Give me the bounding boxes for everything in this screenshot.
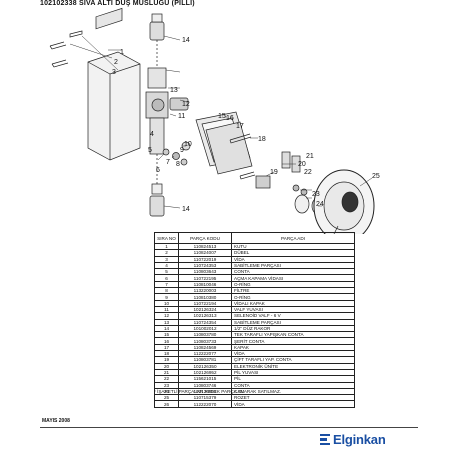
part-label: 14 xyxy=(182,206,190,213)
part-label: 17 xyxy=(236,123,244,130)
part-label: 11 xyxy=(178,113,185,120)
screw-part xyxy=(49,41,67,50)
part-label: 1 xyxy=(120,49,124,56)
cell-name: ELEKTRONİK ÜNİTE xyxy=(231,362,355,370)
table-header-row: SIRA NO PARÇA KODU PARÇA ADI xyxy=(154,232,355,244)
part-label: 14 xyxy=(182,37,190,44)
part-label: 13 xyxy=(170,87,178,94)
page-title: 102102338 SIVA ALTI DUŞ MUSLUĞU (PİLLİ) xyxy=(40,0,195,7)
part-label: 3 xyxy=(112,69,116,76)
cell-name: ÇİFT TARAFLI YAP. CONTA xyxy=(231,356,355,364)
cell-name: VALF YUVASI xyxy=(231,305,355,314)
part-label: 21 xyxy=(306,153,314,160)
footnote: * İŞARETLİ PARÇALAR YEDEK PARÇA OLARAK S… xyxy=(154,389,282,394)
electronic-unit-part xyxy=(255,175,271,189)
part-label: 4 xyxy=(150,131,154,138)
part-label: 2 xyxy=(114,59,118,66)
cell-name: FİLTRE xyxy=(231,287,355,295)
screw-part xyxy=(51,59,69,68)
header-no: SIRA NO xyxy=(154,232,179,244)
cell-name: SELENOİD VALF - 6 V xyxy=(231,312,355,320)
brand-name: Elginkan xyxy=(333,432,386,447)
part-label: 7 xyxy=(166,159,170,166)
cell-name: ŞERİT CONTA xyxy=(231,337,355,345)
part-label: 25 xyxy=(372,173,380,180)
cell-name: VİDA xyxy=(231,255,355,263)
fitting-part xyxy=(149,21,165,41)
cell-name: SABİTLEME PARÇASI xyxy=(231,318,355,326)
cell-name: CAM xyxy=(231,387,355,396)
part-label: 12 xyxy=(182,101,190,108)
box-part xyxy=(87,51,141,161)
cell-name: KAPAK xyxy=(231,343,355,352)
cell-code: 112222070 xyxy=(178,400,232,408)
part-label: 19 xyxy=(270,169,278,176)
header-name: PARÇA ADI xyxy=(231,232,355,244)
cell-name: VİDALI KAPAK xyxy=(231,299,355,307)
cell-name: PİL YUVASI xyxy=(231,368,355,377)
cell-no: 26 xyxy=(154,400,179,408)
part-label: 23 xyxy=(312,191,320,198)
oring-part xyxy=(162,148,170,156)
fitting-part-bottom xyxy=(149,195,165,217)
part-label: 9 xyxy=(180,147,184,154)
part-label: 24 xyxy=(316,201,324,208)
part-label: 6 xyxy=(156,167,160,174)
brand-logo: Elginkan xyxy=(320,432,386,447)
cell-name: ROZET xyxy=(231,394,355,402)
part-label: 22 xyxy=(304,169,312,176)
cell-name: PİL xyxy=(231,375,355,383)
cell-name: TEK TARAFLI YAPIŞKAN CONTA xyxy=(231,331,355,339)
cover-part xyxy=(205,121,253,175)
cell-name: VİDA xyxy=(231,400,355,408)
part-label: 16 xyxy=(226,115,234,122)
part-label: 15 xyxy=(218,113,226,120)
fixing-block-part xyxy=(147,67,167,89)
header-code: PARÇA KODU xyxy=(178,232,232,244)
cell-name: CONTA xyxy=(231,381,355,389)
footer-date: MAYIS 2008 xyxy=(42,418,70,424)
part-label: 5 xyxy=(148,147,152,154)
exploded-parts-diagram: 1 2 3 4 5 6 7 8 9 10 11 12 13 14 14 15 1… xyxy=(49,7,380,234)
part-label: 10 xyxy=(184,141,192,148)
cell-name: VİDA xyxy=(231,350,355,358)
cell-name: 1/2" DÜZ RAKOR xyxy=(231,324,355,333)
part-label: 20 xyxy=(298,161,306,168)
cell-name: O-RİNG xyxy=(231,293,355,301)
cell-name: CONTA xyxy=(231,268,355,276)
part-label: 18 xyxy=(258,136,266,143)
cell-name: O-RİNG xyxy=(231,280,355,289)
cell-name: AÇMA KAPAMA VİDASI xyxy=(231,274,355,282)
cell-name: SABİTLEME PARÇASI xyxy=(231,261,355,270)
footer-divider xyxy=(40,427,418,428)
brand-mark-icon xyxy=(320,434,330,445)
screw-part xyxy=(69,30,83,38)
part-label: 8 xyxy=(176,161,180,168)
